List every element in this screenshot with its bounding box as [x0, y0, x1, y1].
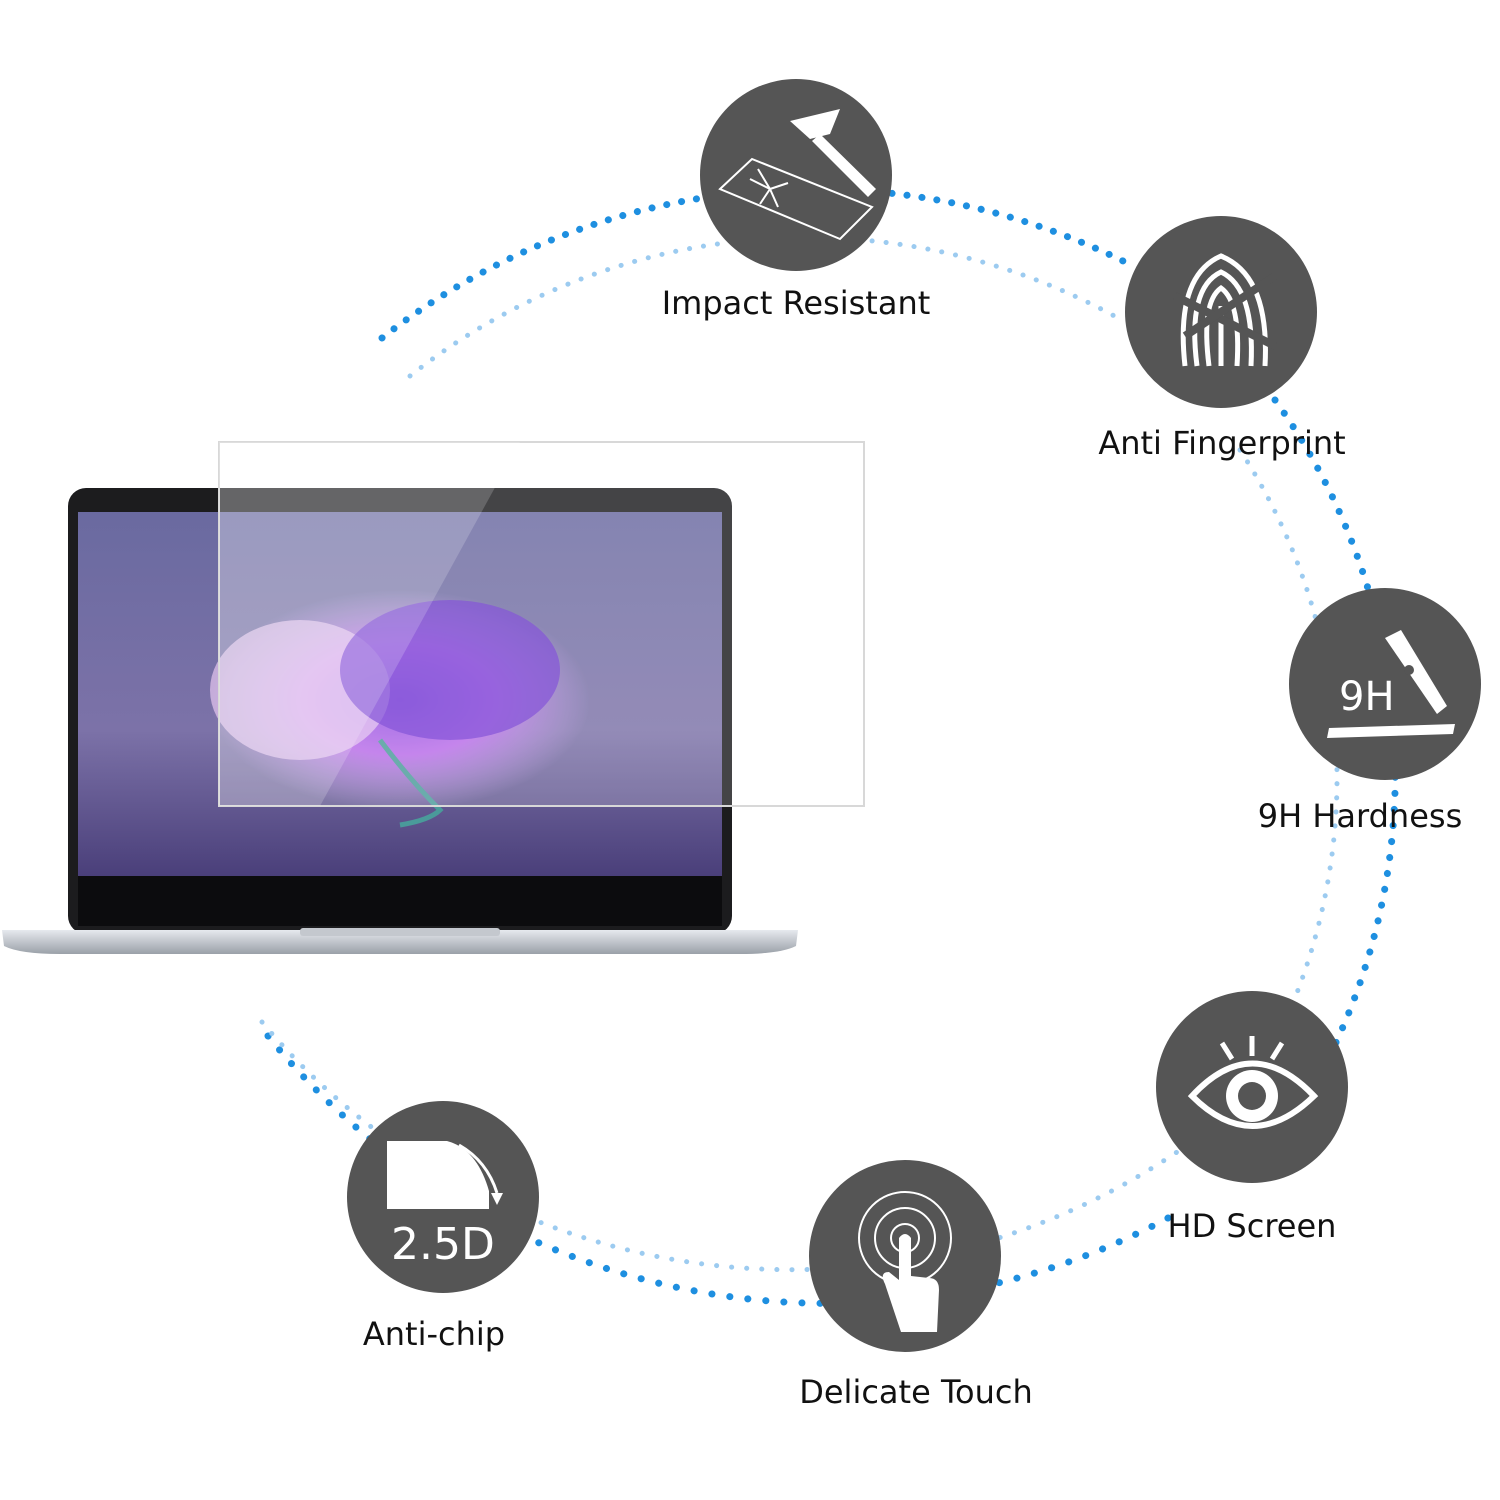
hd-badge	[1156, 991, 1348, 1183]
impact-badge	[700, 79, 892, 271]
finger-touch-icon	[858, 1191, 952, 1332]
touch-badge	[809, 1160, 1001, 1352]
chip-badge: 2.5D	[347, 1101, 539, 1293]
chip-label: Anti-chip	[362, 1315, 506, 1353]
hardness-badge: 9H	[1289, 588, 1481, 780]
hardness-label: 9H Hardness	[1257, 797, 1463, 835]
touch-label: Delicate Touch	[799, 1373, 1033, 1411]
impact-label: Impact Resistant	[661, 284, 931, 322]
curved-edge-icon: 2.5D	[387, 1141, 503, 1270]
hammer-glass-icon	[718, 109, 876, 241]
laptop-illustration	[2, 441, 865, 954]
hd-label: HD Screen	[1167, 1207, 1337, 1245]
fingerprint-label: Anti Fingerprint	[1098, 424, 1346, 462]
fingerprint-badge	[1125, 216, 1317, 408]
fingerprint-icon	[1173, 253, 1278, 367]
chip-icon-text: 2.5D	[391, 1219, 495, 1270]
eye-icon	[1187, 1036, 1319, 1129]
blade-9h-icon: 9H	[1327, 630, 1455, 738]
hardness-icon-text: 9H	[1339, 674, 1395, 720]
